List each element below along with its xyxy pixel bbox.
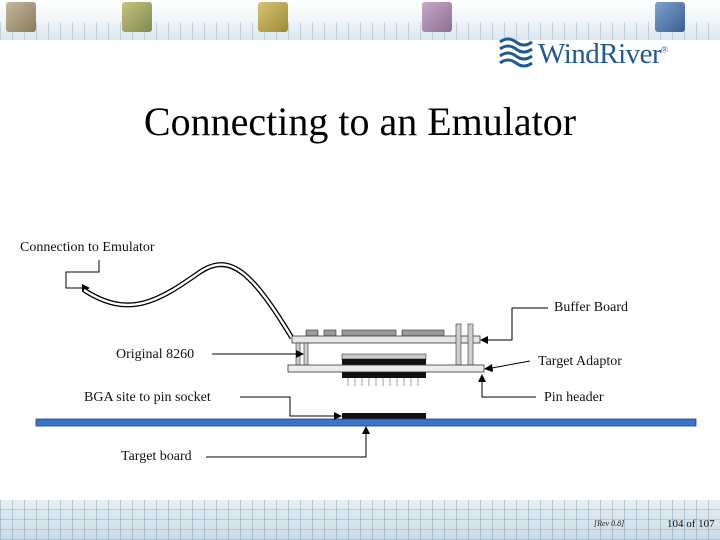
label-buffer-board: Buffer Board xyxy=(554,300,628,315)
original-8260-chip xyxy=(341,353,427,360)
logo-text: WindRiver® xyxy=(538,38,668,70)
pin-header-pins xyxy=(347,378,419,386)
leader-connection xyxy=(65,260,100,289)
header-grid xyxy=(0,22,720,40)
leader-target-board xyxy=(206,434,367,458)
thumbnail-photo-1 xyxy=(6,2,36,32)
leader-buffer-board xyxy=(488,307,548,341)
leader-target-adaptor xyxy=(491,360,531,369)
original-8260-base xyxy=(342,359,426,365)
label-target-adaptor: Target Adaptor xyxy=(538,354,622,369)
bga-socket xyxy=(342,413,426,419)
buffer-post-right-2 xyxy=(467,323,474,366)
arrow-pin-header xyxy=(478,374,486,382)
slide-title: Connecting to an Emulator xyxy=(143,99,577,144)
buffer-board xyxy=(291,335,481,344)
footer-banner xyxy=(0,500,720,540)
emulator-cable xyxy=(82,262,295,340)
emulator-cable-inner xyxy=(83,263,294,339)
thumbnail-photo-2 xyxy=(122,2,152,32)
windriver-wave-icon xyxy=(499,37,533,68)
buffer-component-4 xyxy=(401,329,445,337)
footer-grid xyxy=(0,500,720,540)
buffer-post-right-1 xyxy=(455,323,462,366)
label-connection-to-emulator: Connection to Emulator xyxy=(20,240,155,255)
label-target-board: Target board xyxy=(121,449,192,464)
windriver-logo: WindRiver® xyxy=(498,34,678,74)
thumbnail-photo-4 xyxy=(422,2,452,32)
thumbnail-photo-3 xyxy=(258,2,288,32)
buffer-component-3 xyxy=(341,329,397,337)
target-board xyxy=(35,418,697,427)
revision-label: [Rev 0.8] xyxy=(594,519,625,528)
arrow-target-adaptor xyxy=(484,364,493,372)
buffer-post-left-2 xyxy=(303,342,309,366)
arrow-original-8260 xyxy=(296,350,304,358)
page-number: 104 of 107 xyxy=(667,518,715,530)
label-pin-header: Pin header xyxy=(544,390,604,405)
arrow-bga-site xyxy=(334,412,342,420)
thumbnail-photo-5 xyxy=(655,2,685,32)
label-bga-site: BGA site to pin socket xyxy=(84,390,211,405)
arrow-target-board xyxy=(362,426,370,434)
arrow-buffer-board xyxy=(480,336,488,344)
pin-header xyxy=(342,372,426,378)
target-adaptor xyxy=(287,364,485,373)
buffer-component-2 xyxy=(323,329,337,337)
buffer-component-1 xyxy=(305,329,319,337)
leader-bga-site xyxy=(240,396,334,417)
label-original-8260: Original 8260 xyxy=(116,347,195,362)
leader-pin-header xyxy=(481,382,536,398)
header-banner xyxy=(0,0,720,40)
